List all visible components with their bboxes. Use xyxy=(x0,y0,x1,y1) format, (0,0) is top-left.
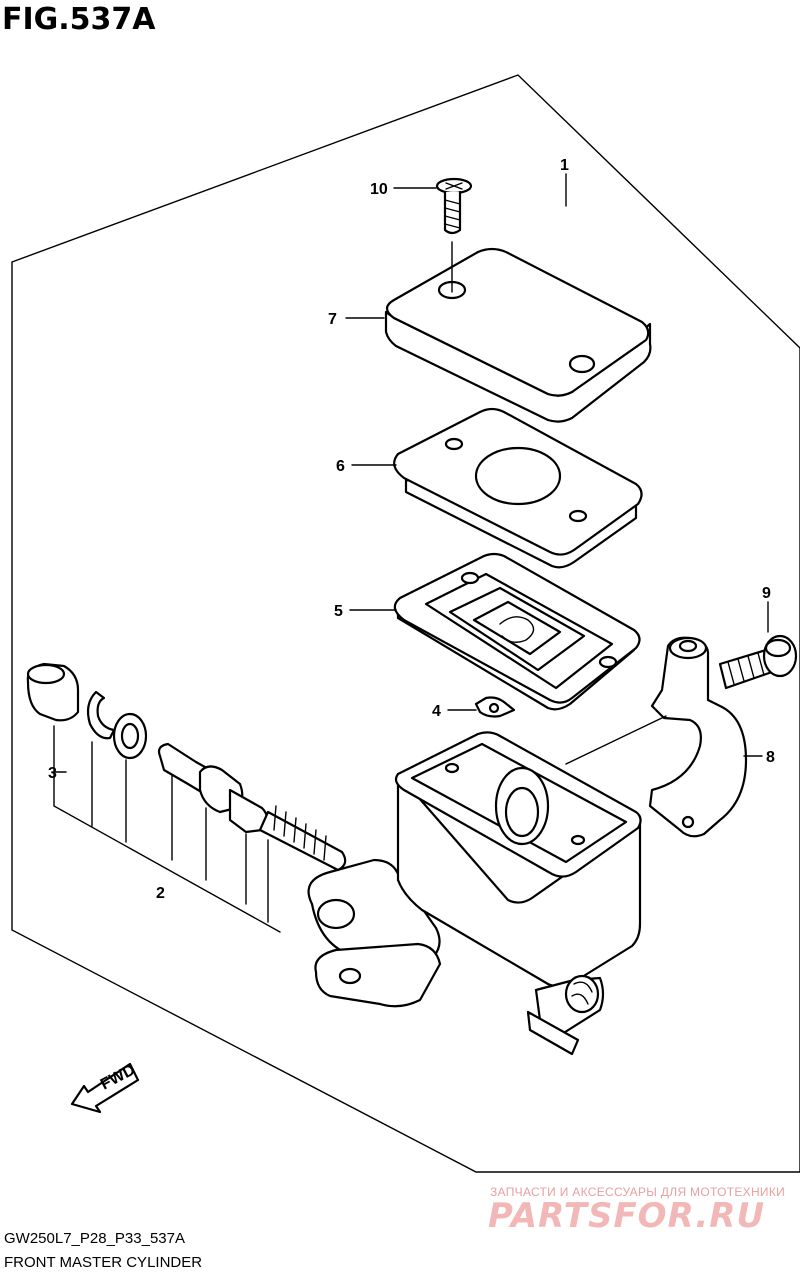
watermark-tagline: ЗАПЧАСТИ И АКСЕССУАРЫ ДЛЯ МОТОТЕХНИКИ xyxy=(490,1185,786,1199)
callout-5: 5 xyxy=(334,603,343,620)
part-9-bolt[interactable] xyxy=(718,634,798,690)
callout-9: 9 xyxy=(762,585,771,602)
callout-3: 3 xyxy=(48,765,57,782)
assembly-frame xyxy=(11,74,800,1173)
part-4-plate[interactable] xyxy=(474,696,516,718)
figure-model-code: GW250L7_P28_P33_537A xyxy=(4,1230,185,1247)
fwd-arrow-icon: FWD xyxy=(70,1061,140,1114)
callout-7: 7 xyxy=(328,311,337,328)
figure-title: FIG.537A xyxy=(2,2,156,37)
figure-name: FRONT MASTER CYLINDER xyxy=(4,1254,203,1271)
part-7-reservoir-cap[interactable] xyxy=(384,241,652,423)
part-8-holder[interactable] xyxy=(565,636,748,838)
part-5-diaphragm[interactable] xyxy=(393,552,641,711)
callout-1: 1 xyxy=(560,157,569,174)
part-2-piston-set[interactable] xyxy=(157,742,347,923)
callout-4: 4 xyxy=(432,703,441,720)
callout-6: 6 xyxy=(336,458,345,475)
master-cylinder-body[interactable] xyxy=(307,731,642,1056)
part-10-screw[interactable] xyxy=(435,177,473,235)
callout-2: 2 xyxy=(156,885,165,902)
part-3-components[interactable] xyxy=(26,662,281,933)
watermark-logo: PARTSFOR.RU xyxy=(488,1196,766,1236)
part-6-diaphragm-plate[interactable] xyxy=(393,407,643,569)
callout-10: 10 xyxy=(370,181,388,198)
callout-8: 8 xyxy=(766,749,775,766)
